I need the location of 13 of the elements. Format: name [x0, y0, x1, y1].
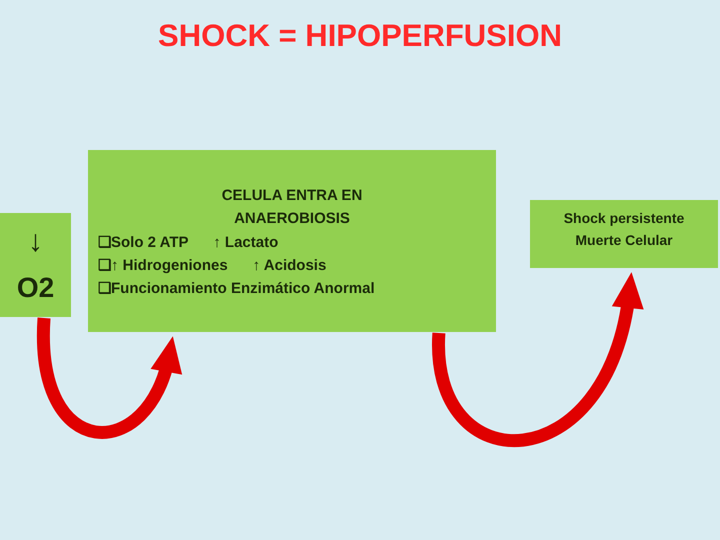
box-heading: CELULA ENTRA EN ANAEROBIOSIS: [220, 186, 364, 230]
box-text: ❑↑ Hidrogeniones ↑ Acidosis: [98, 256, 328, 276]
decrease-arrow-symbol: ↓: [27, 224, 44, 260]
box-text: ❑Solo 2 ATP ↑ Lactato: [98, 232, 280, 252]
box-text: ❑Funcionamiento Enzimático Anormal: [98, 279, 376, 299]
box-text: Shock persistente Muerte Celular: [562, 209, 686, 250]
box-text: O2: [16, 270, 56, 304]
process-box: [0, 213, 71, 317]
process-box: [88, 150, 496, 332]
title: SHOCK = HIPOPERFUSION: [157, 18, 563, 54]
process-box: [530, 200, 718, 268]
curved-arrow: [432, 272, 642, 447]
curved-arrow: [38, 318, 180, 438]
